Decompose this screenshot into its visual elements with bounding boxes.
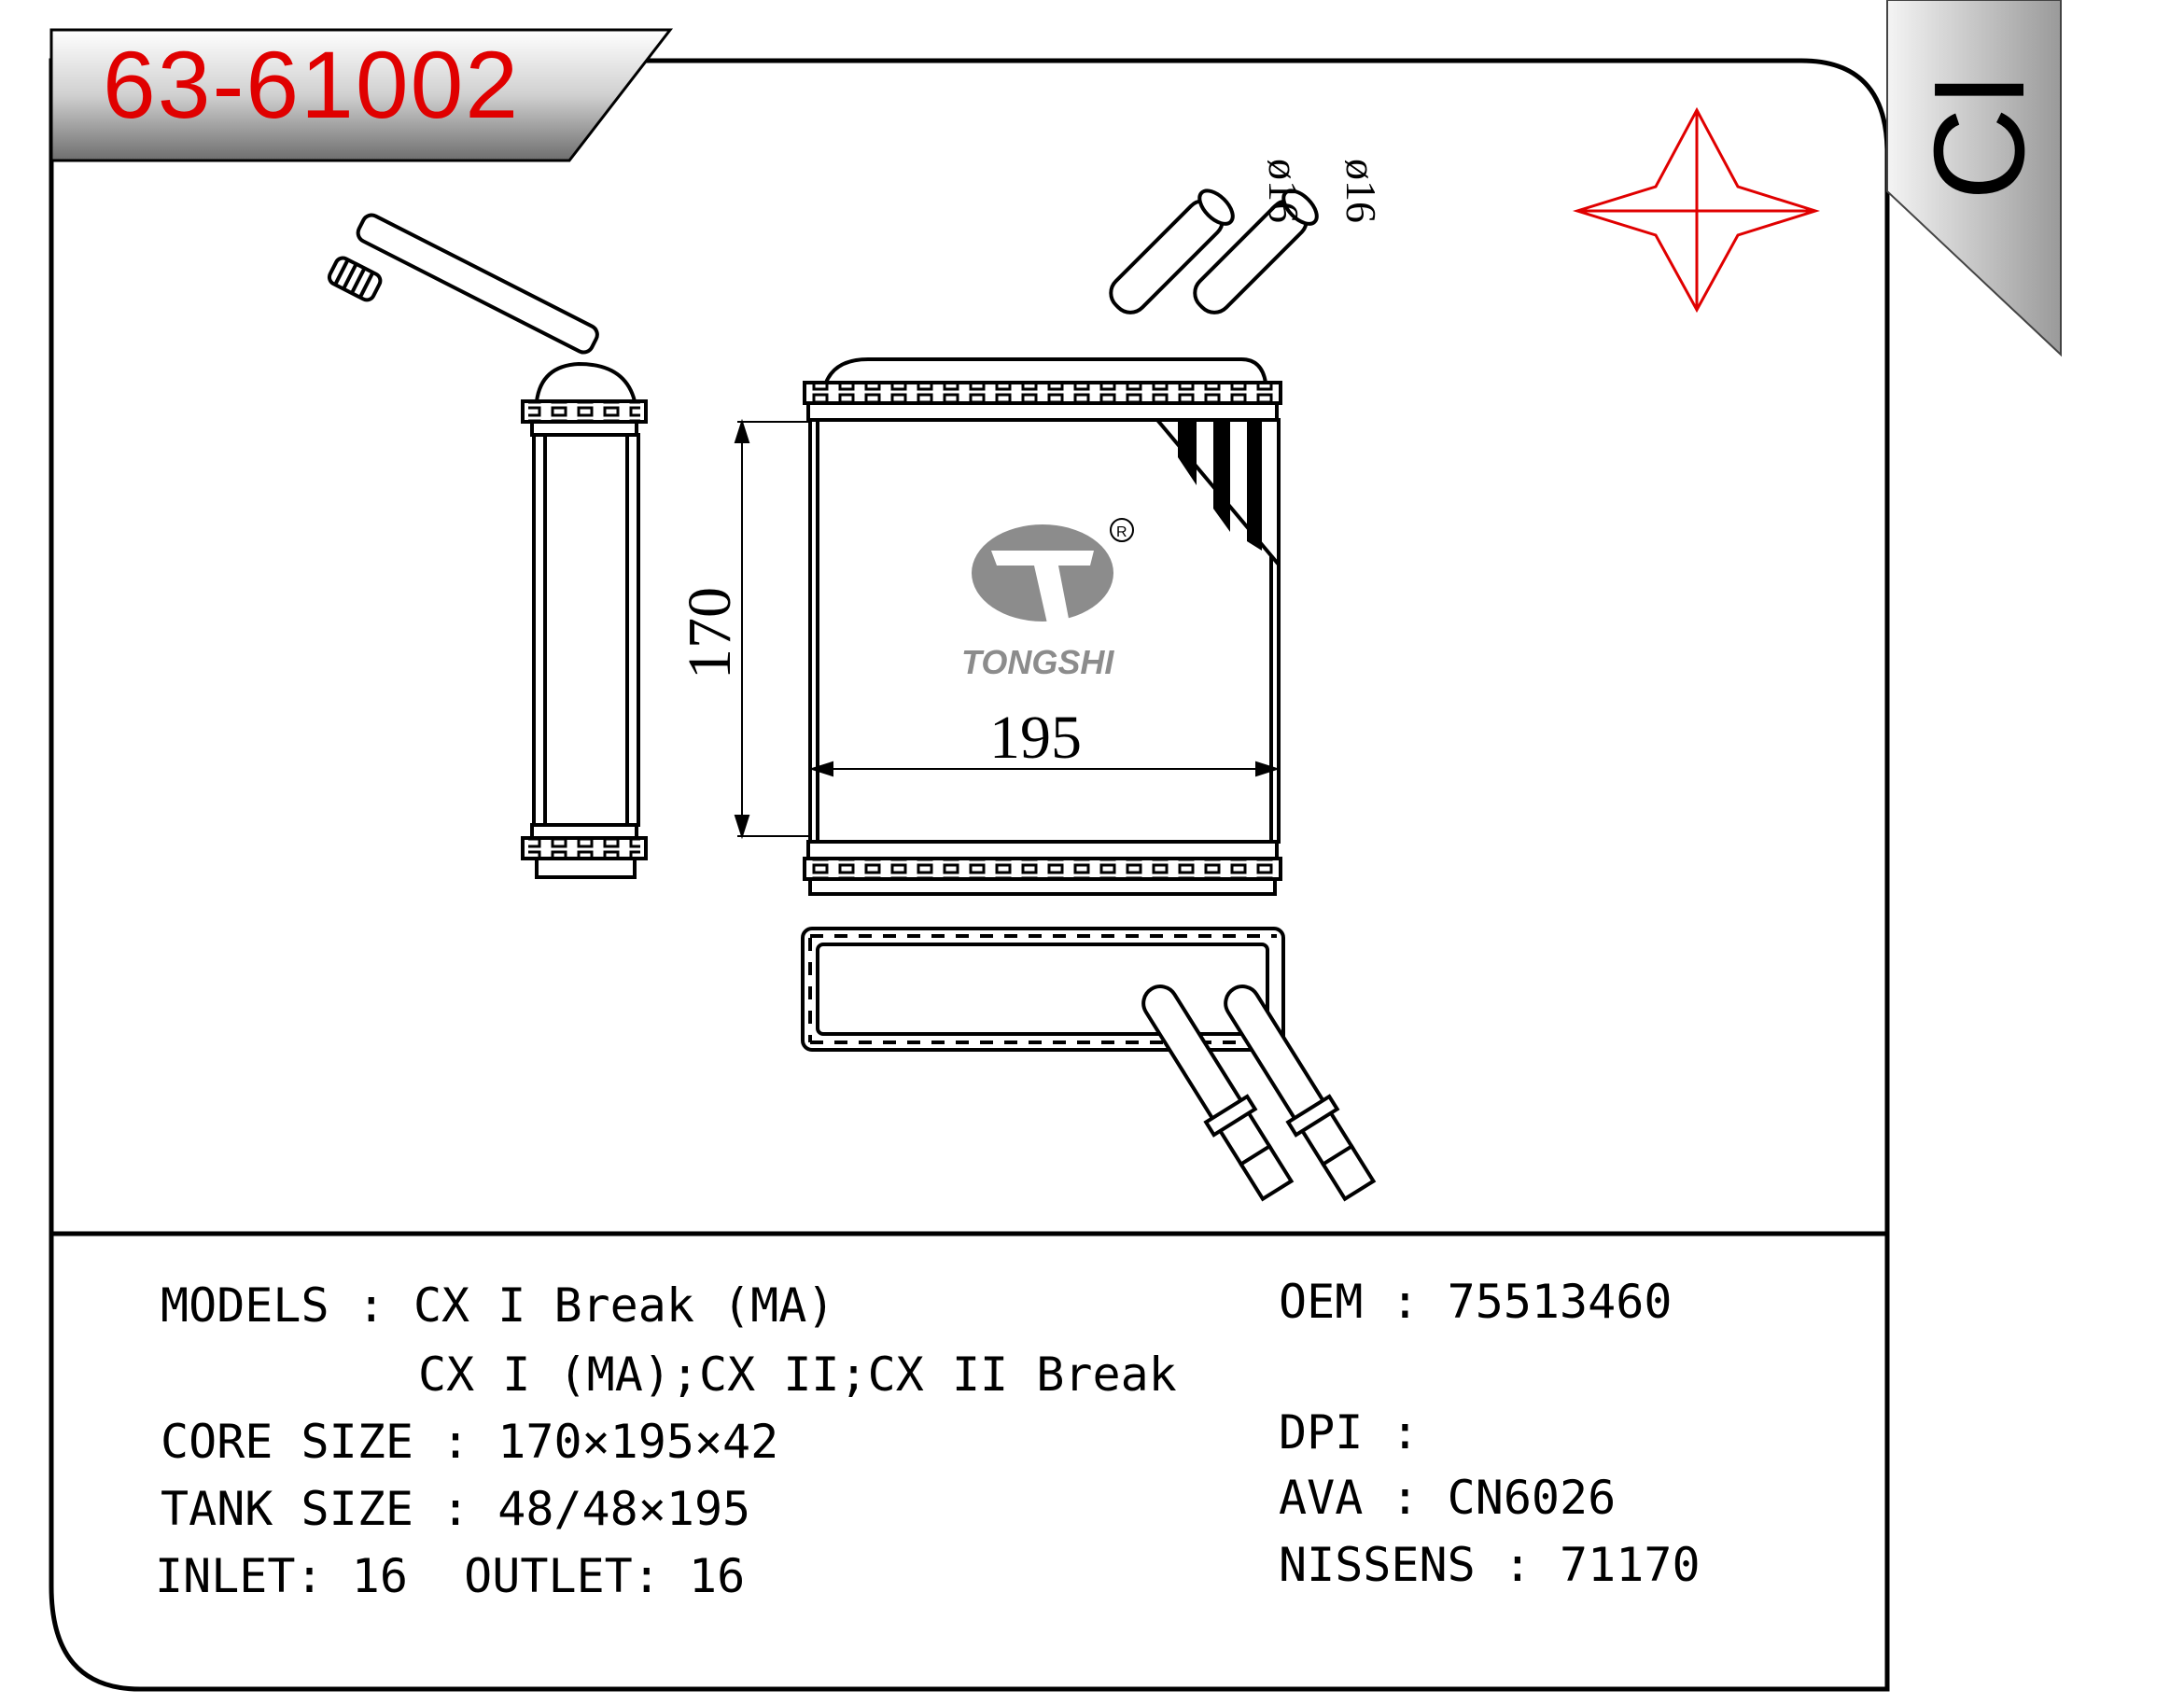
registered-mark: R [1116, 524, 1127, 540]
ava-label: AVA : [1279, 1471, 1448, 1525]
outlet-label: OUTLET: [464, 1549, 689, 1603]
brand-name: TONGSHI [961, 643, 1114, 681]
part-number: 63-61002 [103, 32, 521, 138]
corner-code: CI [1908, 72, 2051, 201]
nissens-label: NISSENS : [1279, 1538, 1561, 1592]
dpi-row: DPI : [1279, 1409, 1448, 1456]
side-view [327, 213, 648, 879]
height-dimension: 170 [676, 587, 744, 679]
models-value-2: CX I (MA);CX II;CX II Break [418, 1348, 1177, 1402]
models-line-1: MODELS : CX I Break (MA) [161, 1282, 834, 1329]
dimension-lines [734, 418, 1281, 840]
pipe-diameter-2: ø16 [1337, 159, 1385, 223]
tank-size-value: 48/48×195 [497, 1482, 751, 1536]
outlet-value: 16 [688, 1549, 746, 1603]
oem-row: OEM : 75513460 [1279, 1278, 1672, 1325]
brand-logo: R TONGSHI [961, 518, 1134, 681]
pipe-diameter-1: ø16 [1260, 159, 1308, 223]
corner-tab [1886, 0, 2062, 357]
inlet-label: INLET: [155, 1549, 352, 1603]
width-dimension: 195 [989, 704, 1082, 772]
tank-size-label: TANK SIZE : [161, 1482, 498, 1536]
nissens-row: NISSENS : 71170 [1279, 1542, 1701, 1588]
core-size-row: CORE SIZE : 170×195×42 [161, 1418, 778, 1465]
models-value-1: CX I Break (MA) [413, 1278, 835, 1333]
oem-value: 75513460 [1447, 1275, 1673, 1329]
ava-value: CN6026 [1447, 1471, 1617, 1525]
nissens-value: 71170 [1560, 1538, 1701, 1592]
ava-row: AVA : CN6026 [1279, 1474, 1616, 1521]
core-size-value: 170×195×42 [497, 1415, 779, 1469]
part-number-banner [49, 28, 674, 162]
outer-frame [49, 58, 1890, 1692]
inlet-outlet-row: INLET: 16 OUTLET: 16 [155, 1553, 745, 1599]
inlet-value: 16 [351, 1549, 408, 1603]
star-icon [1572, 106, 1821, 314]
tank-size-row: TANK SIZE : 48/48×195 [161, 1486, 750, 1532]
core-size-label: CORE SIZE : [161, 1415, 498, 1469]
dpi-label: DPI : [1279, 1405, 1448, 1460]
models-label: MODELS : [161, 1278, 413, 1333]
top-view [801, 927, 1377, 1202]
oem-label: OEM : [1279, 1275, 1448, 1329]
